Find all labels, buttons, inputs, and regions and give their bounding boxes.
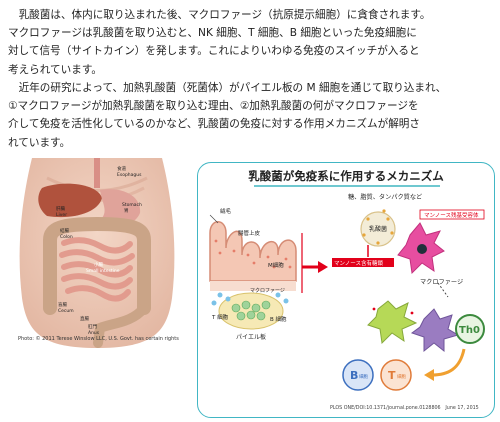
colon-shape [43, 216, 151, 315]
b-cell-letter: B [350, 369, 358, 382]
citation: PLOS ONE/DOI:10.1371/journal.pone.012880… [330, 405, 479, 411]
paragraph-research: 近年の研究によって、加熱乳酸菌（死菌体）がパイエル板の M 細胞を通じて取り込ま… [8, 79, 494, 152]
text-line: れています。 [8, 136, 71, 149]
b-cell-circle [342, 359, 374, 391]
liver-shape [38, 183, 102, 218]
cecum-label: 盲腸 [58, 301, 67, 308]
b-cell-sub: 細胞 [359, 373, 368, 380]
small-intestine-label: 小腸 [94, 261, 103, 268]
mcell-label: M細胞 [268, 261, 284, 269]
esophagus-en-label: Esophagus [117, 172, 142, 178]
curved-arrow [431, 348, 466, 377]
text-line: マクロファージは乳酸菌を取り込むと、NK 細胞、T 細胞、B 細胞といった免疫細… [8, 27, 417, 40]
colon-label: 結腸 [60, 227, 69, 234]
liver-en-label: Liver [56, 212, 67, 218]
stomach-jp-label: 胃 [124, 208, 129, 214]
activated-cell-2 [410, 308, 460, 353]
panel-title: 乳酸菌が免疫系に作用するメカニズム [248, 169, 444, 183]
text-line: 乳酸菌は、体内に取り込まれた後、マクロファージ（抗原提示細胞）に貪食されます。 [8, 9, 431, 21]
epithelium-label: 腸管上皮 [238, 229, 261, 237]
esophagus-shape [94, 158, 100, 188]
photo-credit: Photo: © 2011 Terese Winslow LLC, U.S. G… [18, 336, 179, 342]
text-line: ①マクロファージが加熱乳酸菌を取り込む理由、②加熱乳酸菌の何がマクロファージを [8, 100, 419, 113]
text-line: 介して免疫を活性化しているのかなど、乳酸菌の免疫に対する作用メカニズムが解明さ [8, 118, 420, 131]
peyer-label: パイエル板 [236, 333, 266, 341]
villus-label: 絨毛 [220, 207, 232, 215]
stomach-shape [100, 189, 141, 225]
anus-en-label: Anus [88, 330, 100, 336]
cecum-en-label: Cecum [58, 308, 74, 314]
digestive-system-illustration: 食道 Esophagus 肝臓 Liver Stomach 胃 結腸 Colon… [19, 158, 175, 348]
liver-label: 肝臓 [56, 205, 65, 212]
macrophage-label: マクロファージ [420, 279, 463, 286]
rectum-shape [93, 303, 149, 348]
small-intestine-shape [59, 237, 135, 302]
esophagus-label: 食道 [117, 165, 126, 172]
text-line: 近年の研究によって、加熱乳酸菌（死菌体）がパイエル板の M 細胞を通じて取り込ま… [8, 82, 447, 94]
stomach-label: Stomach [122, 202, 142, 208]
t-cell-sub: 細胞 [397, 373, 406, 380]
colon-en-label: Colon [60, 234, 73, 240]
bcell-label: B 細胞 [270, 315, 287, 323]
mechanism-panel: 乳酸菌が免疫系に作用するメカニズム 絨毛 腸管上皮 M細胞 パイエル板 T 細胞… [197, 162, 495, 418]
lactobacillus-cell [360, 211, 396, 247]
t-cell-circle [380, 359, 412, 391]
t-cell-letter: T [388, 369, 396, 382]
mechanism-diagram: 絨毛 腸管上皮 M細胞 パイエル板 T 細胞 B 細胞 マクロファージ 糖、脂質… [209, 193, 485, 411]
tcell-label: T 細胞 [211, 313, 229, 321]
lactobacillus-label: 乳酸菌 [369, 225, 387, 233]
anus-label: 肛門 [88, 324, 97, 330]
small-intestine-en-label: Small intestine [86, 268, 120, 274]
title-underline [254, 185, 440, 187]
rectum-label: 直腸 [80, 315, 89, 322]
mannose-label: マンノース含有糖鎖 [334, 259, 383, 267]
paragraph-intro: 乳酸菌は、体内に取り込まれた後、マクロファージ（抗原提示細胞）に貪食されます。 … [8, 6, 494, 79]
th0-cell [455, 314, 485, 344]
activated-cell [367, 300, 418, 345]
text-line: 対して信号（サイトカイン）を発します。これによりいわゆる免疫のスイッチが入ると [8, 45, 420, 58]
text-line: 考えられています。 [8, 63, 102, 76]
th0-label: Th0 [459, 325, 480, 336]
intestinal-villi [209, 214, 297, 291]
macrophage-small-label: マクロファージ [250, 288, 285, 294]
receptor-label: マンノース残基受容体 [424, 211, 479, 219]
components-label: 糖、脂質、タンパク質など [348, 193, 422, 201]
